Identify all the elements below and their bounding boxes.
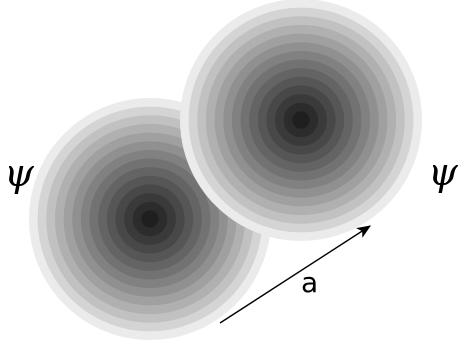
right-orbital-label: ψ‘ xyxy=(428,150,461,194)
vector-label: a xyxy=(301,266,318,299)
left-orbital-label: ψ xyxy=(4,151,35,195)
density-ring xyxy=(292,111,310,129)
right-orbital-density xyxy=(180,0,422,241)
left-orbital-density xyxy=(29,98,271,340)
displacement-vector-arrow xyxy=(219,225,371,324)
density-ring xyxy=(141,210,159,228)
